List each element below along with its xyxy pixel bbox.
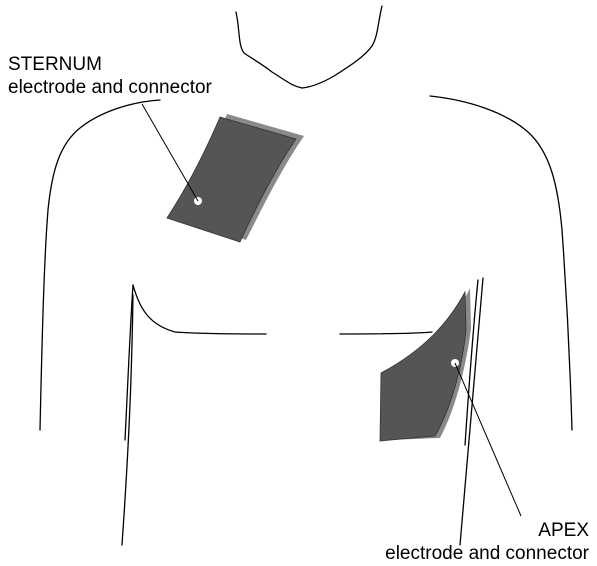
sternum-title: STERNUM [8, 53, 212, 76]
neck-right [302, 6, 382, 88]
apex-title: APEX [385, 519, 589, 542]
apex-subtitle: electrode and connector [385, 542, 589, 565]
sternum-electrode [167, 114, 304, 242]
sternum-leader-line [142, 104, 198, 201]
pectoral-left [133, 285, 266, 334]
sternum-label: STERNUM electrode and connector [8, 53, 212, 99]
apex-electrode [380, 288, 471, 441]
side-left-lower [122, 295, 133, 545]
shoulder-left [40, 100, 160, 430]
apex-label: APEX electrode and connector [385, 519, 589, 565]
pectoral-right [340, 332, 432, 334]
neck-left [236, 12, 302, 88]
sternum-subtitle: electrode and connector [8, 76, 212, 99]
